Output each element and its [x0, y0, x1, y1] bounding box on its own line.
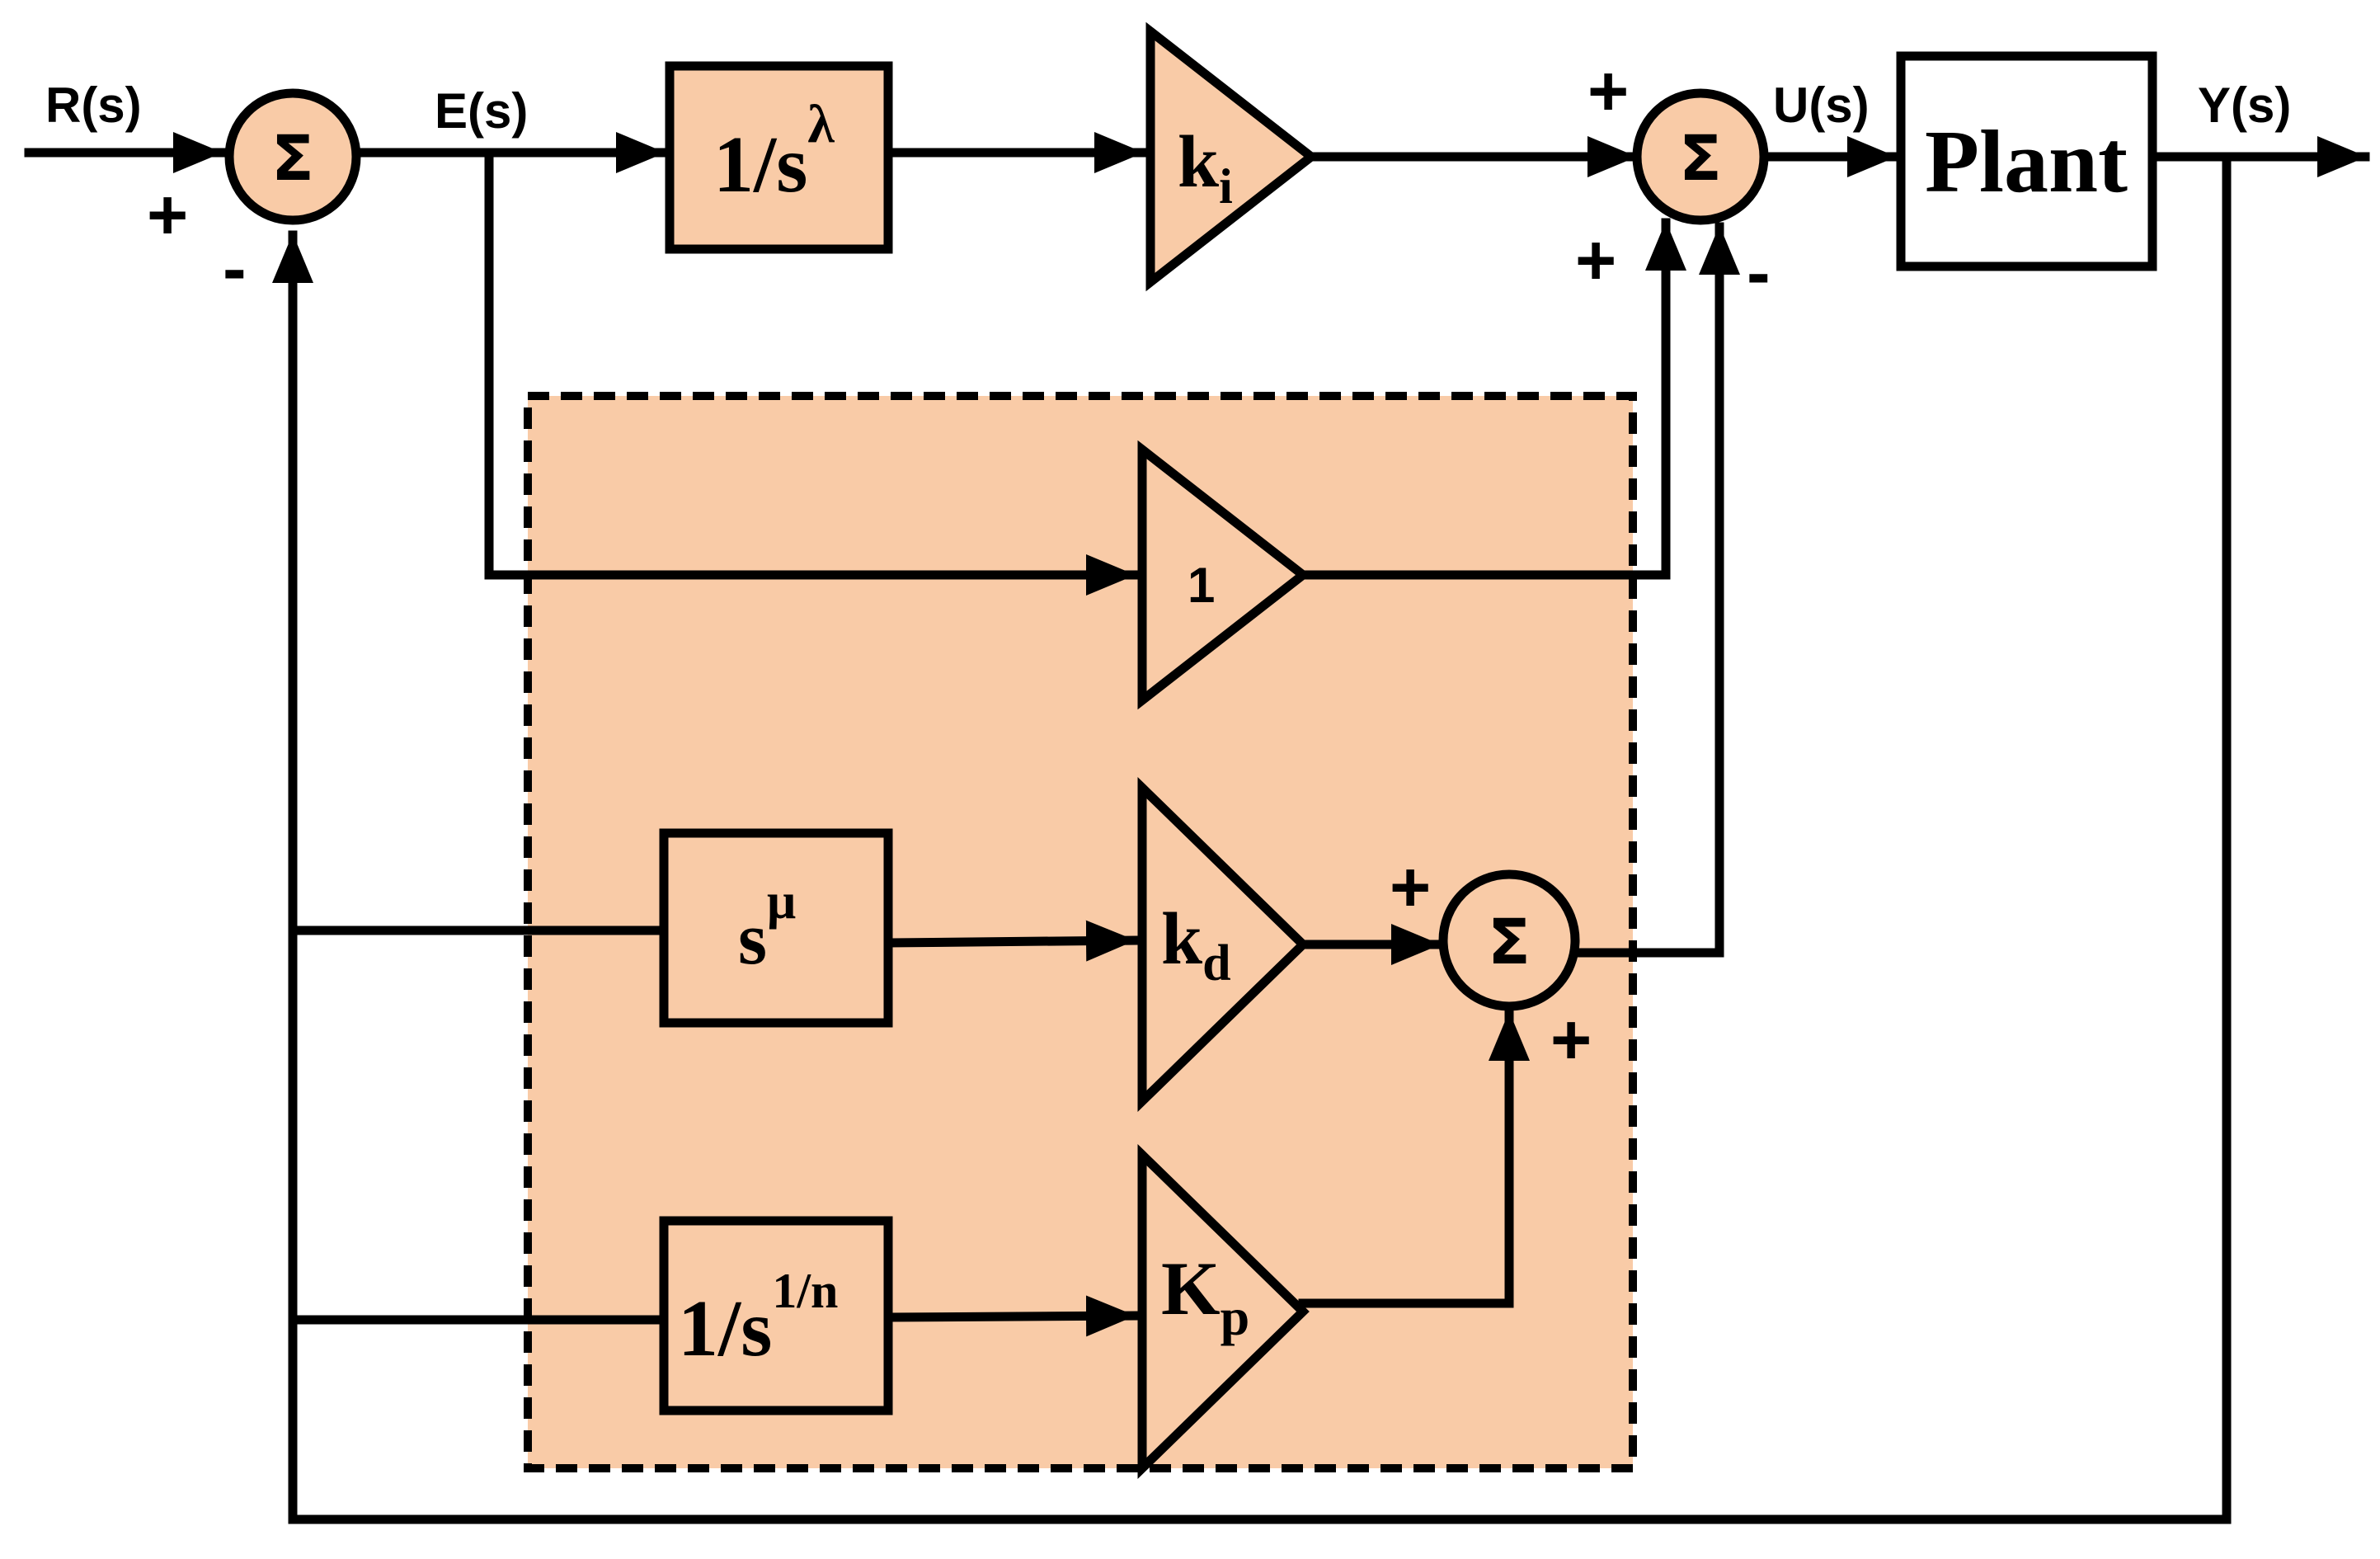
svg-text:kd: kd — [1161, 898, 1231, 991]
wire-unity-to-sum2 — [1298, 218, 1686, 580]
fractional-root-block: 1/s1/n — [659, 1216, 893, 1415]
signal-label-output: Y(s) — [2198, 78, 2291, 133]
block-label: 1/s — [713, 120, 807, 210]
svg-text:ki: ki — [1178, 121, 1233, 214]
gain-subscript: d — [1202, 935, 1230, 991]
summing-junction-3: Σ — [1438, 869, 1580, 1011]
plant-block: Plant — [1896, 51, 2157, 271]
sign-sum1-feedback: - — [223, 229, 247, 309]
wire-error-branch — [484, 148, 1139, 596]
wire-derivative-to-kd — [886, 920, 1139, 962]
sign-sum2-middle: + — [1575, 221, 1616, 300]
gain-label: 1 — [1188, 558, 1215, 613]
gain-subscript: i — [1219, 159, 1233, 214]
signal-label-error: E(s) — [435, 83, 528, 139]
wire-feedback — [272, 152, 2232, 1524]
summing-junction-1: Σ — [224, 88, 361, 225]
gain-kp: Kp — [1137, 1143, 1310, 1480]
sigma-symbol: Σ — [1488, 905, 1531, 978]
gain-subscript: p — [1221, 1288, 1250, 1346]
signal-label-control: U(s) — [1773, 78, 1870, 133]
sign-sum1-reference: + — [147, 176, 188, 255]
sigma-symbol: Σ — [1679, 121, 1722, 195]
svg-text:1/sλ: 1/sλ — [713, 94, 835, 210]
block-label: 1/s — [678, 1284, 772, 1373]
summing-junction-2: Σ — [1632, 88, 1769, 225]
block-label: s — [738, 898, 767, 980]
gain-kd: kd — [1137, 776, 1310, 1113]
svg-text:1/s1/n: 1/s1/n — [678, 1264, 838, 1373]
sigma-symbol: Σ — [271, 121, 314, 195]
wire-sum3-to-sum2 — [1572, 222, 1740, 958]
signal-label-reference: R(s) — [45, 78, 142, 133]
sign-sum3-bottom: + — [1550, 1001, 1592, 1080]
block-exponent: 1/n — [772, 1264, 838, 1318]
sign-sum2-bottom: - — [1747, 233, 1771, 313]
gain-ki: ki — [1145, 21, 1319, 292]
plant-label: Plant — [1925, 113, 2128, 211]
svg-text:Kp: Kp — [1161, 1246, 1249, 1346]
gain-label: K — [1161, 1246, 1221, 1331]
block-exponent: λ — [807, 94, 835, 154]
gain-unity: 1 — [1137, 440, 1310, 710]
fractional-derivative-block: sμ — [659, 828, 893, 1028]
sign-sum2-top: + — [1587, 52, 1629, 131]
svg-text:sμ: sμ — [738, 874, 796, 980]
gain-label: k — [1178, 121, 1219, 203]
sign-sum3-left: + — [1390, 848, 1431, 927]
block-exponent: μ — [767, 874, 796, 930]
wire-root-to-kp — [886, 1295, 1139, 1337]
fractional-integrator-block: 1/sλ — [665, 61, 893, 254]
gain-label: k — [1161, 898, 1202, 980]
wire-kp-to-sum3 — [1298, 1008, 1530, 1308]
